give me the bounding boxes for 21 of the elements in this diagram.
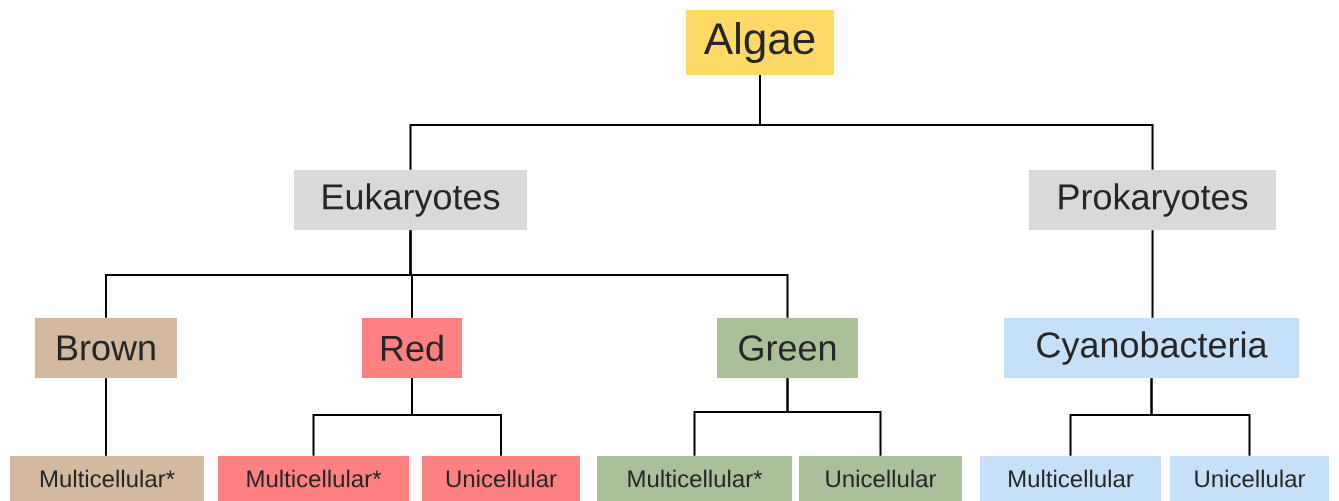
category-box: Eukaryotes (294, 170, 527, 230)
category-box: Cyanobacteria (1004, 318, 1299, 378)
connector-line (105, 377, 107, 457)
category-box: Brown (35, 318, 177, 378)
category-box: Multicellular* (218, 456, 409, 501)
connector-line (411, 377, 502, 457)
category-box: Red (362, 318, 462, 378)
category-box: Unicellular (799, 456, 962, 501)
category-box: Multicellular (980, 456, 1161, 501)
connector-line (759, 74, 1154, 171)
category-box: Unicellular (1170, 456, 1329, 501)
category-box: Multicellular* (597, 456, 792, 501)
connector-line (1151, 229, 1154, 319)
connector-line (786, 377, 882, 457)
connector-line (1150, 377, 1251, 457)
category-box: Prokaryotes (1029, 170, 1276, 230)
category-box: Multicellular* (10, 456, 204, 501)
category-box: Algae (686, 10, 834, 75)
category-box: Unicellular (422, 456, 580, 501)
category-box: Green (717, 318, 858, 378)
connector-line (409, 229, 789, 319)
